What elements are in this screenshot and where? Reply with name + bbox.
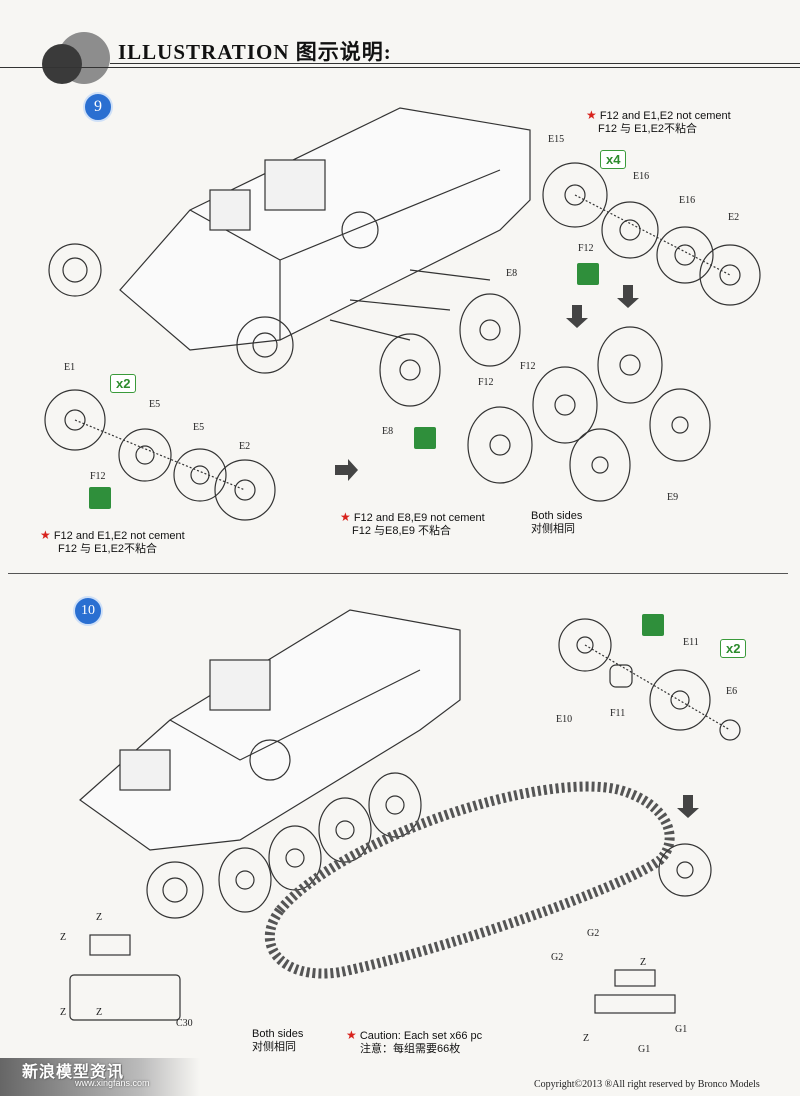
- label-e16b: E16: [679, 195, 696, 206]
- note-both-sides-10: Both sides 对侧相同: [252, 1028, 304, 1053]
- no-glue-icon: [577, 263, 599, 285]
- label-z1: Z: [96, 912, 103, 923]
- hull-outline-10: [79, 609, 461, 851]
- label-e2-top: E2: [728, 212, 740, 223]
- label-e5a: E5: [149, 399, 161, 410]
- label-za: Z: [640, 957, 647, 968]
- page-title: ILLUSTRATION 图示说明:: [118, 40, 392, 64]
- star-icon: ★: [40, 528, 51, 542]
- label-e8-mid: E8: [382, 426, 394, 437]
- label-c30: C30: [176, 1018, 193, 1029]
- qty-badge-x2: x2: [110, 374, 137, 393]
- header-logo-circles: [40, 28, 110, 88]
- label-e2-left: E2: [239, 441, 251, 452]
- label-e11: E11: [683, 637, 699, 648]
- label-z2: Z: [60, 932, 67, 943]
- copyright: Copyright©2013 ®All right reserved by Br…: [534, 1079, 760, 1090]
- header-rule-2: [0, 67, 800, 68]
- down-arrow-2: [617, 285, 639, 308]
- no-glue-icon-10: [642, 614, 664, 636]
- label-e10: E10: [556, 714, 573, 725]
- note-both-sides-9: Both sides 对侧相同: [531, 510, 583, 535]
- step-10-badge: 10: [73, 596, 103, 626]
- label-g1a: G1: [675, 1024, 688, 1035]
- label-g1b: G1: [638, 1044, 651, 1055]
- label-e1: E1: [64, 362, 76, 373]
- note-mid-cement: ★ F12 and E8,E9 not cement F12 与E8,E9 不粘…: [340, 510, 485, 538]
- watermark-url: www.xingfans.com: [75, 1078, 150, 1088]
- step-10-hull-drawing: [69, 609, 741, 1021]
- down-arrow-10: [677, 795, 699, 818]
- label-e15: E15: [548, 134, 565, 145]
- label-e8-top: E8: [506, 268, 518, 279]
- note-left-cement: ★ F12 and E1,E2 not cement F12 与 E1,E2不粘…: [40, 528, 185, 556]
- watermark-text: 新浪模型资讯: [22, 1064, 125, 1081]
- sprocket-front: [48, 243, 102, 297]
- right-arrow: [335, 459, 358, 481]
- no-glue-icon-3: [89, 487, 111, 509]
- label-z3: Z: [60, 1007, 67, 1018]
- label-g2a: G2: [587, 928, 600, 939]
- no-glue-icon-2: [414, 427, 436, 449]
- label-z4: Z: [96, 1007, 103, 1018]
- logo-circles-icon: [42, 32, 110, 84]
- step-9-badge: 9: [83, 92, 113, 122]
- star-icon: ★: [340, 510, 351, 524]
- label-f12-mid1: F12: [520, 361, 536, 372]
- footer-band: [0, 1058, 200, 1096]
- header-rule: [110, 63, 800, 64]
- label-zb: Z: [583, 1033, 590, 1044]
- label-e16a: E16: [633, 171, 650, 182]
- star-icon: ★: [586, 108, 597, 122]
- note-caution: ★ Caution: Each set x66 pc 注意：每组需要66枚: [346, 1028, 483, 1056]
- step-divider: [8, 573, 788, 574]
- sprocket-10: [146, 861, 204, 919]
- track-loop: [264, 781, 675, 979]
- qty-badge-x2-10: x2: [720, 639, 747, 658]
- label-e9: E9: [667, 492, 679, 503]
- label-f12-mid2: F12: [478, 377, 494, 388]
- label-f11: F11: [610, 708, 626, 719]
- label-f12-top: F12: [578, 243, 594, 254]
- note-top-cement: ★ F12 and E1,E2 not cement F12 与 E1,E2不粘…: [586, 108, 731, 136]
- hull-outline: [119, 107, 531, 351]
- down-arrow-1: [566, 305, 588, 328]
- label-f12-left: F12: [90, 471, 106, 482]
- qty-badge-x4: x4: [600, 150, 627, 169]
- label-e6: E6: [726, 686, 738, 697]
- label-g2b: G2: [551, 952, 564, 963]
- step-9-hull-drawing: [44, 107, 761, 521]
- label-e5b: E5: [193, 422, 205, 433]
- star-icon: ★: [346, 1028, 357, 1042]
